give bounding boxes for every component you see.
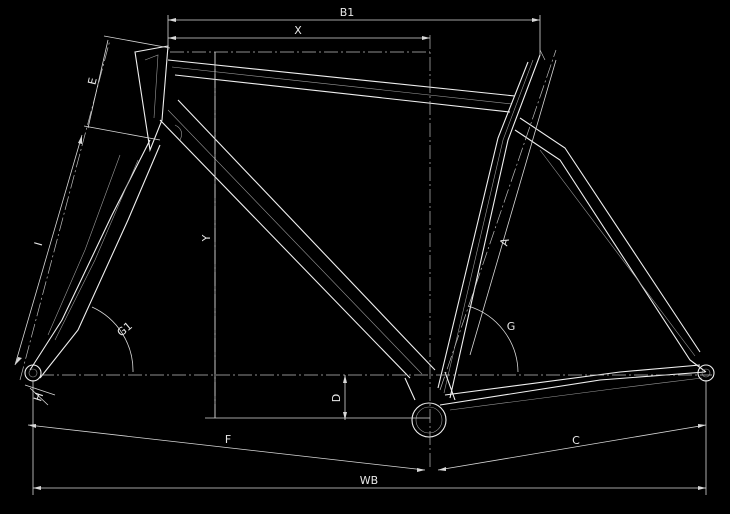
seat-tube bbox=[437, 54, 541, 399]
label-g1: G1 bbox=[115, 319, 135, 339]
label-x: X bbox=[294, 24, 302, 37]
reference-lines bbox=[19, 35, 712, 470]
fork bbox=[29, 139, 161, 379]
rear-axle bbox=[697, 364, 715, 382]
dimension-labels: B1 X E I Y A G G1 D H F C WB bbox=[31, 6, 580, 487]
label-y: Y bbox=[200, 234, 213, 242]
down-tube bbox=[159, 99, 436, 379]
front-axle bbox=[24, 364, 42, 382]
label-wb: WB bbox=[360, 474, 378, 487]
label-a: A bbox=[497, 236, 512, 247]
label-i: I bbox=[32, 241, 45, 248]
bike-frame bbox=[24, 45, 715, 438]
bottom-bracket bbox=[411, 402, 447, 438]
head-tube bbox=[134, 45, 169, 153]
chain-stay bbox=[439, 364, 706, 406]
label-g: G bbox=[507, 320, 516, 333]
dimensions bbox=[14, 15, 707, 495]
label-c: C bbox=[572, 434, 580, 447]
label-h: H bbox=[31, 391, 46, 403]
label-b1: B1 bbox=[340, 6, 355, 19]
label-d: D bbox=[330, 394, 343, 402]
seat-stay bbox=[514, 117, 707, 373]
label-f: F bbox=[225, 433, 231, 446]
top-tube bbox=[167, 59, 516, 113]
label-e: E bbox=[85, 76, 99, 86]
